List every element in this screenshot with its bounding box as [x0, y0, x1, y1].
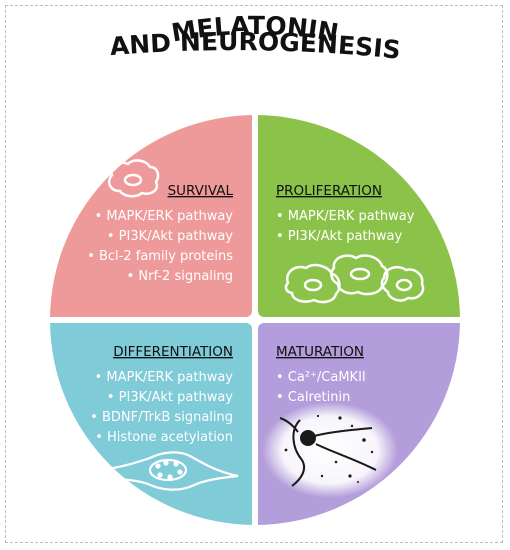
maturation-item: • Ca²⁺/CaMKII: [276, 370, 366, 385]
title-line-2: AND NEUROGENESIS: [109, 27, 402, 65]
differentiation-item: • BDNF/TrkB signaling: [90, 410, 233, 425]
survival-item: • Bcl-2 family proteins: [87, 249, 233, 264]
dashed-frame: [5, 5, 503, 543]
differentiation-item: • MAPK/ERK pathway: [95, 370, 234, 385]
differentiation-item: • PI3K/Akt pathway: [107, 390, 233, 405]
neuron-micrograph-icon: [262, 402, 398, 498]
proliferation-item: • PI3K/Akt pathway: [276, 229, 402, 244]
survival-item: • MAPK/ERK pathway: [95, 209, 234, 224]
differentiation-heading: DIFFERENTIATION: [113, 344, 233, 360]
survival-item: • Nrf-2 signaling: [127, 269, 233, 284]
single-cell-icon: [108, 159, 160, 198]
maturation-item: • Calretinin: [276, 390, 350, 405]
survival-item: • PI3K/Akt pathway: [107, 229, 233, 244]
proliferation-heading: PROLIFERATION: [276, 183, 382, 199]
dividing-cells-icon: [284, 254, 425, 304]
differentiation-item: • Histone acetylation: [95, 430, 233, 445]
maturation-heading: MATURATION: [276, 344, 364, 360]
proliferation-item: • MAPK/ERK pathway: [276, 209, 415, 224]
survival-heading: SURVIVAL: [168, 183, 234, 199]
elongated-cell-icon: [98, 451, 239, 491]
